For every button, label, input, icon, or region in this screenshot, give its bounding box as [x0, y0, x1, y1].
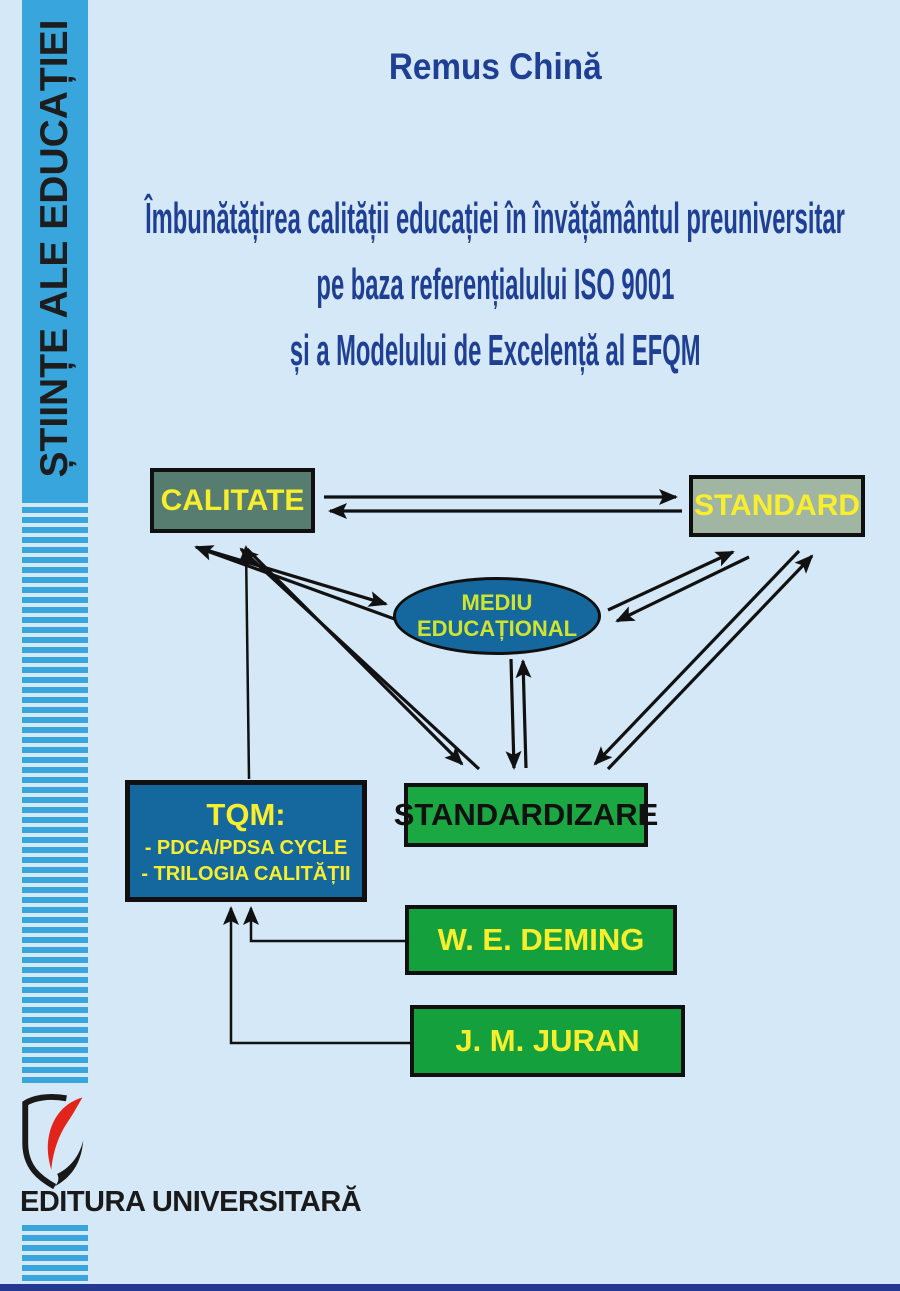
- node-tqm: TQM: - PDCA/PDSA CYCLE - TRILOGIA CALITĂ…: [125, 780, 367, 902]
- publisher-logo-icon: [22, 1094, 84, 1190]
- book-title: Îmbunătățirea calității educației în înv…: [90, 186, 900, 384]
- tqm-item-trilogia: - TRILOGIA CALITĂȚII: [141, 863, 351, 885]
- bottom-bar: [0, 1284, 900, 1291]
- arrow-standard-to-standardizare: [593, 549, 801, 766]
- arrow-mediu-to-standardizare: [505, 658, 522, 770]
- arrow-calitate-to-mediu: [202, 547, 388, 607]
- series-band: ȘTIINȚE ALE EDUCAȚIEI: [22, 0, 88, 497]
- stripes-bottom: [22, 1225, 88, 1291]
- arrow-standard-to-mediu: [615, 555, 750, 623]
- node-deming: W. E. DEMING: [405, 905, 677, 975]
- title-line-3: și a Modelului de Excelență al EFQM: [289, 326, 701, 375]
- tqm-title: TQM:: [206, 797, 286, 832]
- arrow-deming-to-tqm: [243, 906, 405, 943]
- title-line-2: pe baza referențialului ISO 9001: [316, 260, 674, 309]
- arrow-tqm-to-calitate: [238, 545, 255, 780]
- arrow-standardizare-to-mediu: [515, 659, 532, 769]
- node-mediu-educational: MEDIU EDUCAȚIONAL: [393, 577, 601, 655]
- publisher-name: EDITURA UNIVERSITARĂ: [20, 1186, 362, 1218]
- arrow-juran-to-tqm: [223, 906, 410, 1045]
- node-standardizare: STANDARDIZARE: [394, 783, 658, 847]
- arrow-calitate-to-standardizare: [245, 547, 464, 766]
- tqm-item-pdca: - PDCA/PDSA CYCLE: [144, 837, 348, 859]
- arrow-mediu-to-calitate: [194, 545, 401, 623]
- arrow-standardizare-to-calitate: [239, 547, 481, 771]
- arrow-mediu-to-standard: [607, 550, 735, 612]
- title-line-1: Îmbunătățirea calității educației în înv…: [145, 194, 845, 243]
- node-juran: J. M. JURAN: [410, 1005, 685, 1077]
- arrow-standardizare-to-standard: [606, 554, 814, 771]
- stripes-top: [22, 497, 88, 1087]
- node-calitate: CALITATE: [150, 468, 315, 533]
- node-standard: STANDARD: [689, 475, 865, 537]
- author-name: Remus Chină: [388, 46, 602, 87]
